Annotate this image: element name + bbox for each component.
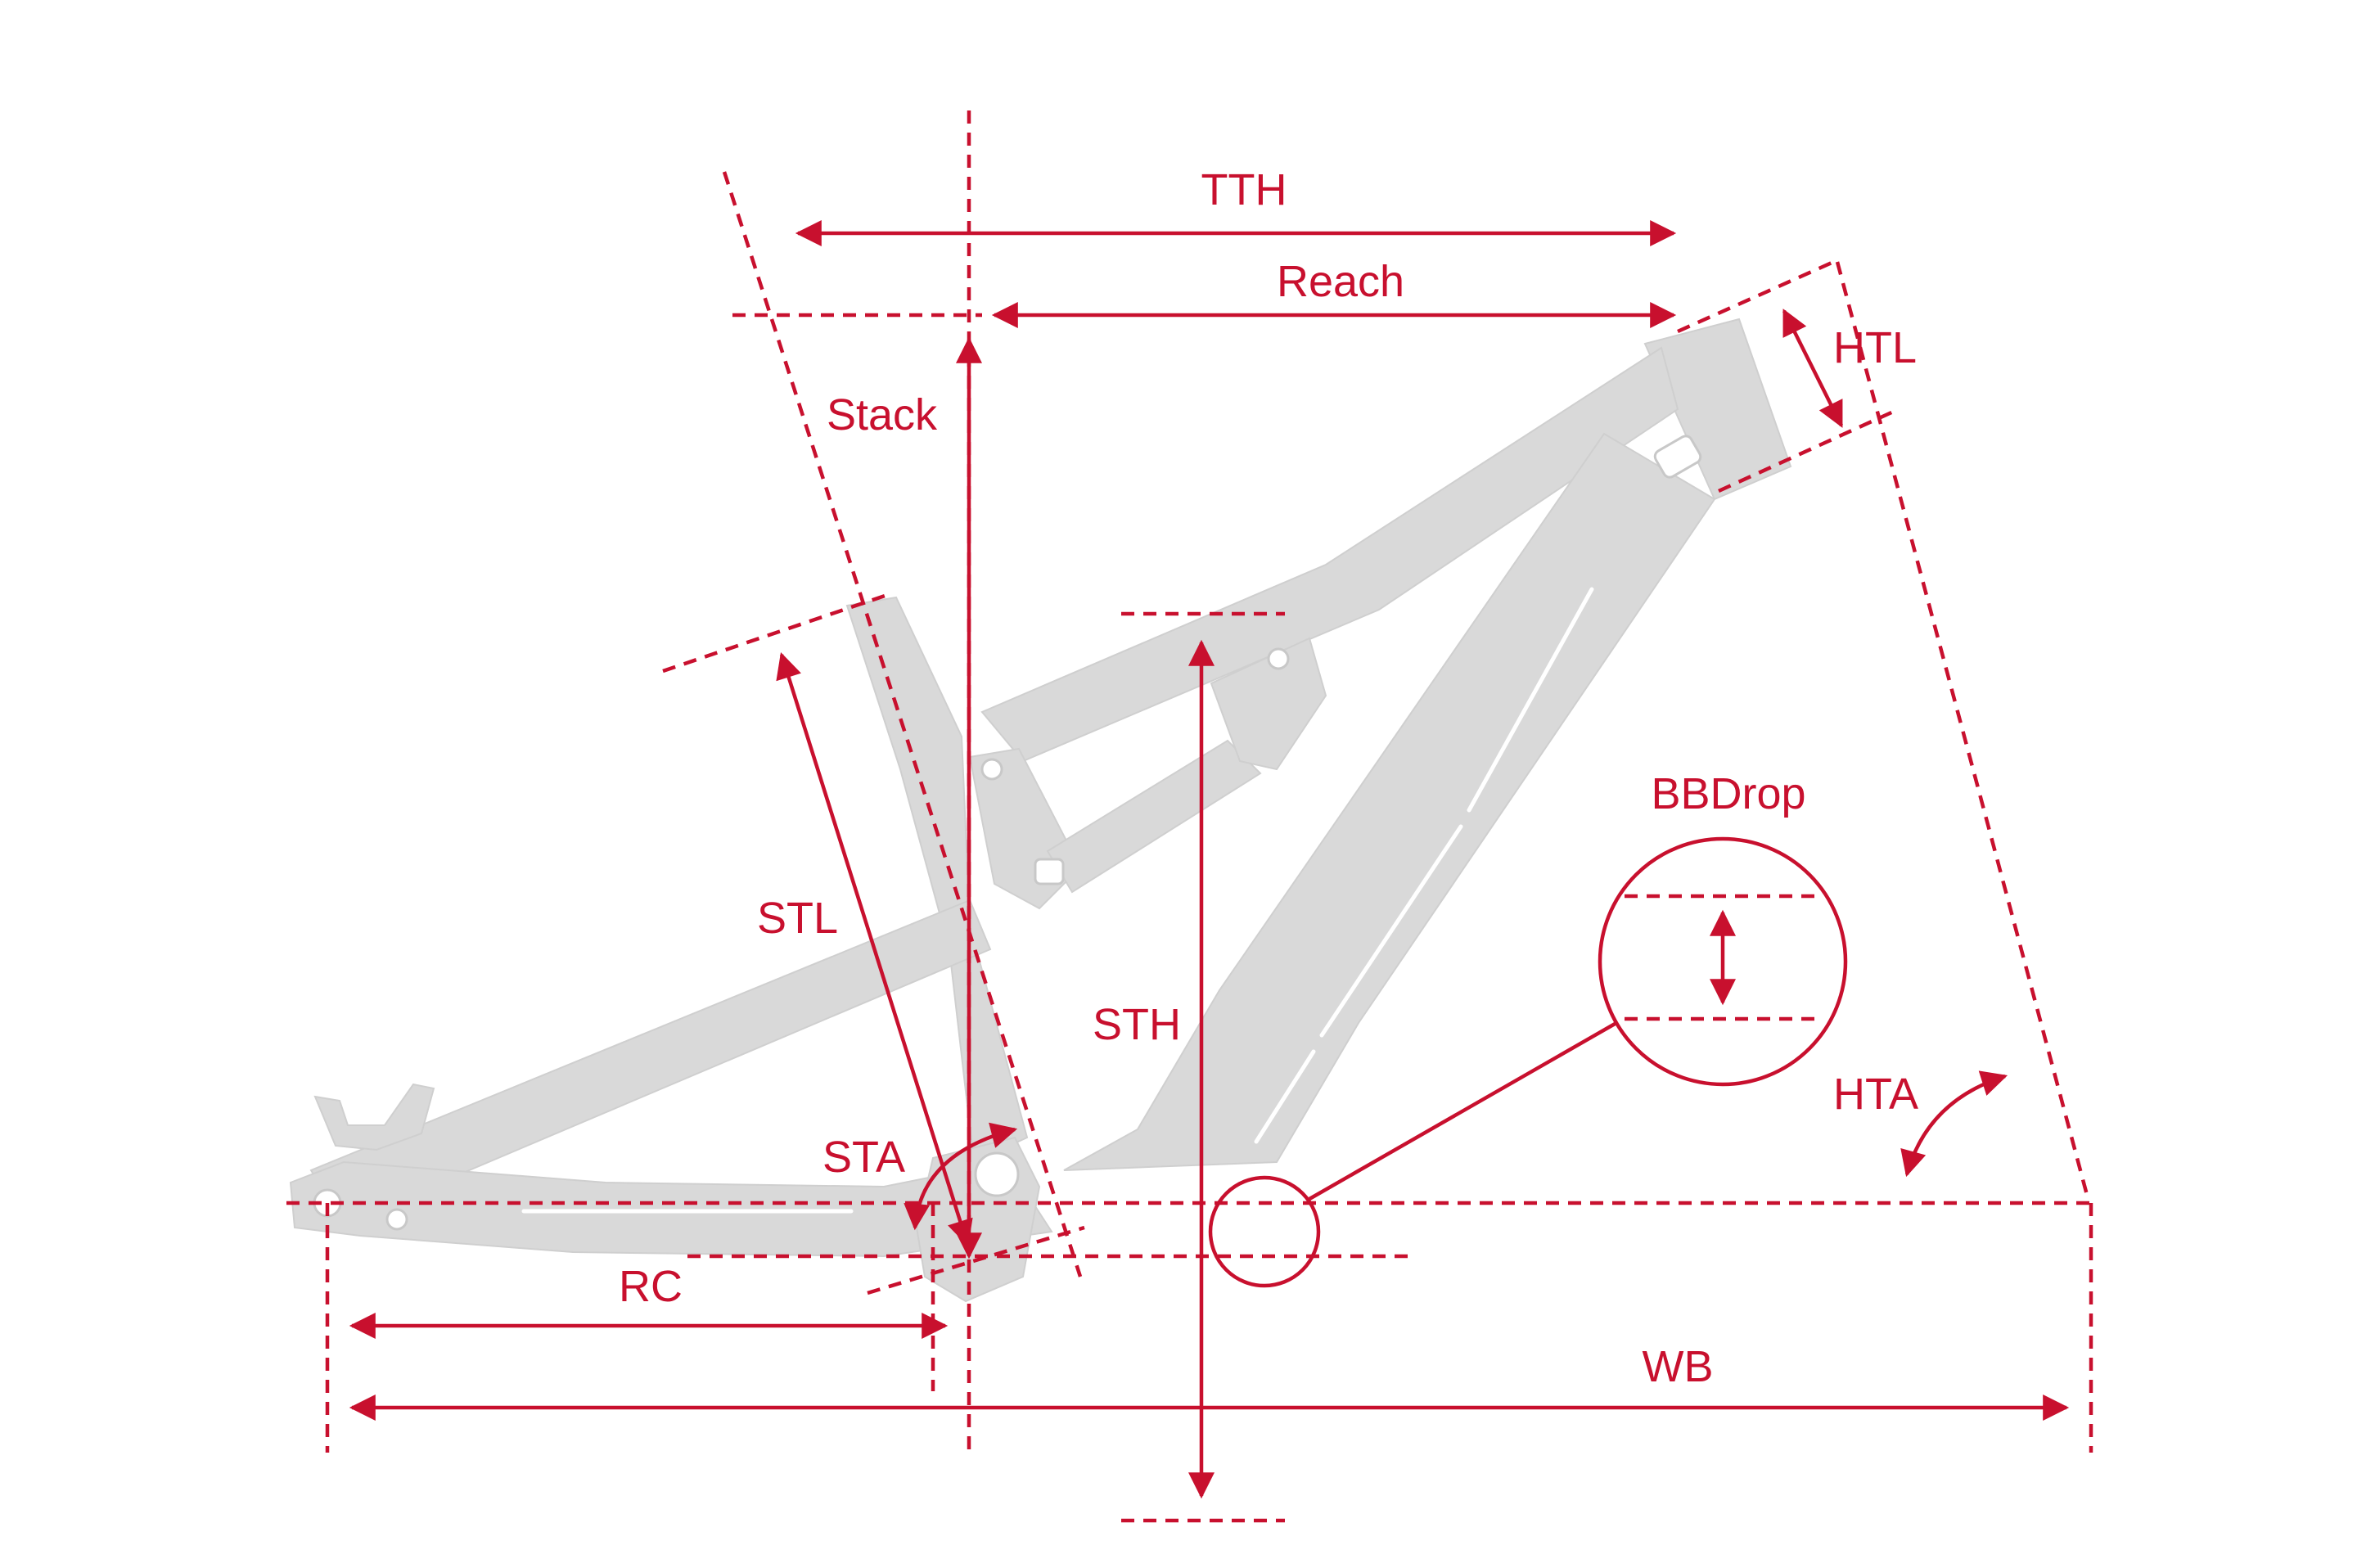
- shock-body: [1210, 637, 1327, 771]
- bb-zoom-circle: [1598, 836, 1848, 1087]
- rc-label: RC: [619, 1262, 683, 1311]
- bb-zoom-connector: [1308, 1021, 1618, 1201]
- hta-arc-arrow[interactable]: [1900, 1070, 2008, 1178]
- tth-label: TTH: [1201, 165, 1287, 214]
- head-tube-badge: [1653, 435, 1702, 479]
- link-pivot-icon: [980, 758, 1003, 781]
- htl-top-line: [1677, 258, 1838, 334]
- down-tube-guard: [1254, 587, 1594, 1144]
- reach-label: Reach: [1277, 257, 1404, 306]
- hta-label: HTA: [1833, 1070, 1918, 1119]
- bbdrop-detail: [1208, 836, 1848, 1288]
- htl-label: HTL: [1833, 323, 1917, 372]
- link-window: [1034, 858, 1065, 885]
- bb-pivot-icon: [974, 1151, 1020, 1197]
- stack-label: Stack: [827, 390, 938, 439]
- htl-bottom-line: [1718, 407, 1900, 493]
- chainstay-pivot-icon: [385, 1208, 408, 1231]
- dimension-arrows: [349, 220, 2070, 1499]
- sth-label: STH: [1093, 1000, 1181, 1049]
- sta-arc-arrow[interactable]: [904, 1122, 1018, 1231]
- head-tube-axis-line: [1835, 261, 2089, 1196]
- sta-label: STA: [822, 1133, 905, 1182]
- wb-label: WB: [1643, 1342, 1714, 1391]
- rear-dropout: [313, 1083, 435, 1151]
- shock-bolt-icon: [1267, 647, 1290, 670]
- bb-zoom-source-circle: [1208, 1175, 1321, 1288]
- stl-top-line: [662, 591, 893, 674]
- dimension-labels: TTH Reach HTL Stack BBDrop STL STH HTA S…: [619, 165, 1918, 1391]
- rear-shock: [1046, 739, 1262, 894]
- sta-base-line: [867, 1225, 1085, 1295]
- bike-frame: [289, 318, 1792, 1303]
- bbdrop-label: BBDrop: [1651, 769, 1805, 818]
- stl-label: STL: [757, 894, 838, 943]
- htl-arrow[interactable]: [1782, 309, 1844, 428]
